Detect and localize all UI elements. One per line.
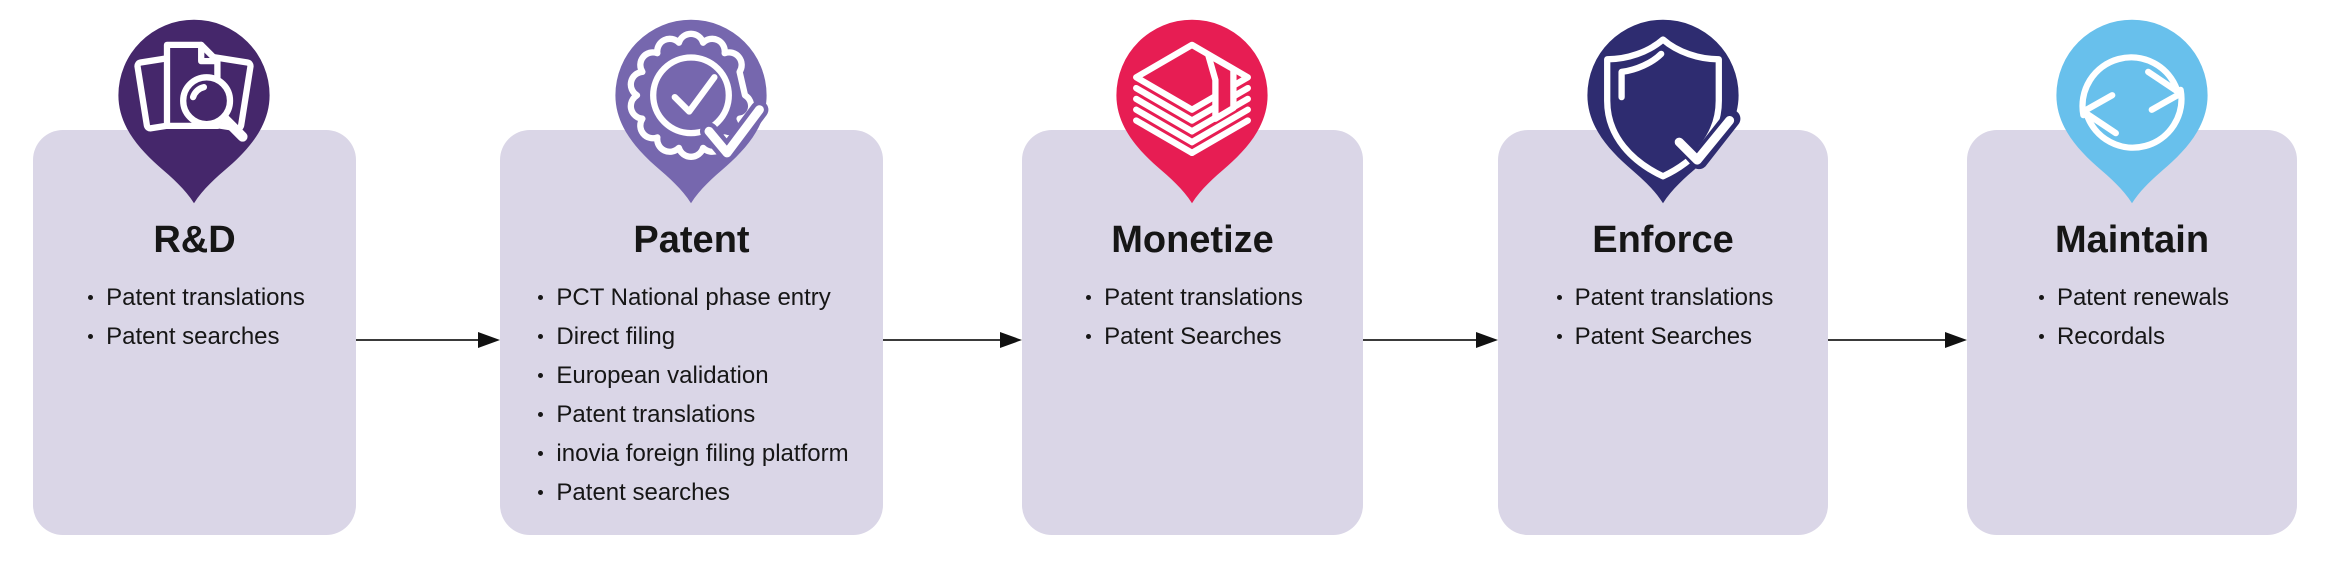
- list-item: Direct filing: [534, 317, 848, 356]
- flow-arrow: [1828, 332, 1967, 348]
- list-item: Patent translations: [534, 395, 848, 434]
- list-item: Patent searches: [84, 317, 305, 356]
- list-item: Patent translations: [1082, 278, 1303, 317]
- stage-service-list: Patent translations Patent Searches: [1498, 278, 1828, 356]
- stage-service-list: Patent renewals Recordals: [1967, 278, 2297, 356]
- list-item: Patent searches: [534, 473, 848, 512]
- stage-service-list: Patent translations Patent Searches: [1022, 278, 1363, 356]
- stage-title: Patent: [633, 219, 750, 261]
- map-pin-patent: [615, 19, 769, 204]
- map-pin-rnd: [118, 19, 270, 204]
- stage-title: R&D: [153, 219, 236, 261]
- flow-arrow: [356, 332, 500, 348]
- documents-search-icon: [134, 41, 254, 142]
- stage-service-list: PCT National phase entry Direct filing E…: [500, 278, 883, 512]
- list-item: inovia foreign filing platform: [534, 434, 849, 473]
- shield-check-icon: [1604, 36, 1741, 180]
- money-stack-icon: [1133, 41, 1251, 157]
- list-item: European validation: [534, 356, 848, 395]
- stage-title: Enforce: [1592, 219, 1734, 261]
- badge-check-icon: [627, 30, 769, 162]
- map-pin-enforce: [1587, 19, 1741, 204]
- list-item: Patent translations: [84, 278, 305, 317]
- pin-shape: [2056, 19, 2208, 204]
- stage-title: Monetize: [1111, 219, 1274, 261]
- map-pin-maintain: [2056, 19, 2208, 204]
- stage-card-patent: Patent PCT National phase entry Direct f…: [500, 130, 883, 535]
- stage-service-list: Patent translations Patent searches: [33, 278, 356, 356]
- flow-arrow: [883, 332, 1022, 348]
- list-item: Patent renewals: [2035, 278, 2229, 317]
- list-item: Recordals: [2035, 317, 2229, 356]
- flow-arrow: [1363, 332, 1498, 348]
- list-item: Patent translations: [1553, 278, 1773, 317]
- map-pin-monetize: [1116, 19, 1268, 204]
- stage-title: Maintain: [2054, 219, 2210, 261]
- list-item: Patent Searches: [1553, 317, 1774, 356]
- list-item: Patent Searches: [1082, 317, 1303, 356]
- list-item: PCT National phase entry: [534, 278, 848, 317]
- sync-arrows-icon: [2079, 54, 2185, 151]
